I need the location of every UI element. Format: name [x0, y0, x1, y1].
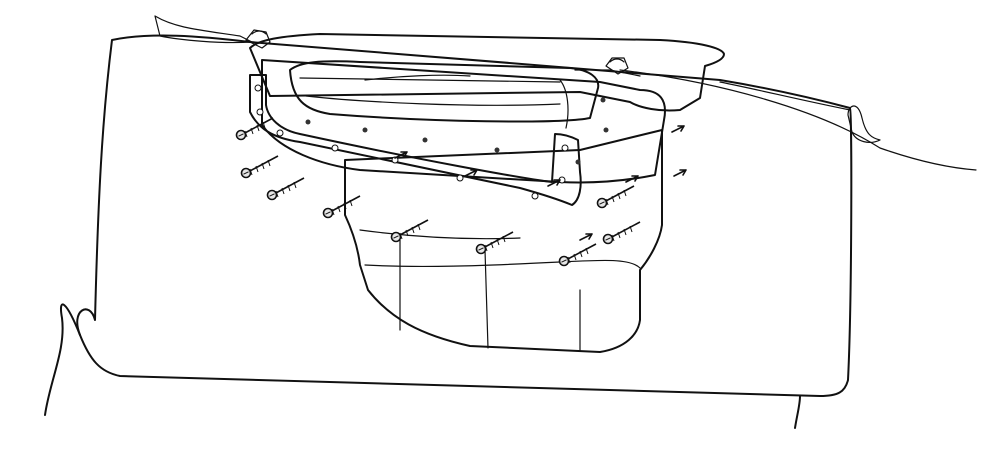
direction-arrows [394, 125, 687, 241]
liner-top-edge-2 [719, 81, 851, 111]
pool-liner-wall [76, 34, 853, 397]
liner-left-curl [44, 303, 81, 416]
skimmer-top-rim [249, 33, 725, 112]
liner-right-leg [794, 395, 801, 429]
skimmer-opening [289, 60, 600, 123]
flange-holes [305, 97, 609, 165]
skimmer-flange [261, 59, 666, 184]
liner-top-edge [619, 69, 977, 171]
liner-top-right-flap [847, 105, 881, 143]
rim-clip-right [605, 57, 629, 75]
liner-top-left-flap [154, 15, 253, 44]
faceplate-gasket [249, 74, 582, 206]
faceplate-holes [254, 84, 569, 200]
skimmer-body [344, 129, 663, 353]
rim-clip-left [245, 29, 271, 49]
